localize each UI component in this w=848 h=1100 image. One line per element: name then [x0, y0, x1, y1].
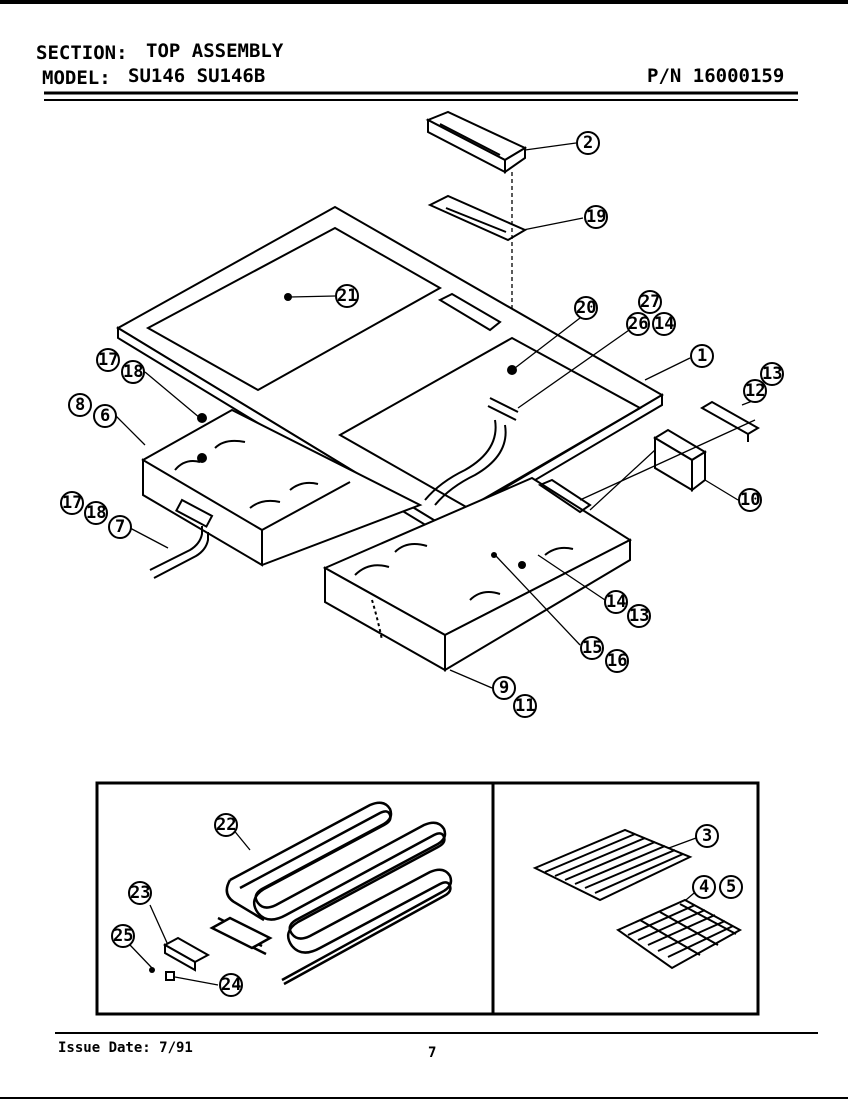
callout-16: 16 — [607, 651, 628, 671]
callout-23: 23 — [130, 883, 151, 903]
part-number: P/N 16000159 — [647, 65, 785, 87]
inset-panel — [95, 781, 760, 1016]
callout-21: 21 — [337, 286, 358, 306]
part-wire-harness — [424, 397, 519, 506]
page-number: 7 — [428, 1045, 437, 1061]
callout-3: 3 — [702, 826, 713, 846]
part-clip — [165, 971, 175, 981]
part-screw — [149, 967, 155, 973]
callout-17a: 17 — [98, 350, 119, 370]
callout-13b: 13 — [629, 606, 650, 626]
callout-19: 19 — [586, 207, 607, 227]
part-handle — [425, 110, 528, 174]
callout-14b: 14 — [606, 592, 627, 612]
part-left-pan — [141, 408, 423, 567]
callout-17b: 17 — [62, 493, 83, 513]
leader-lines — [114, 142, 761, 986]
callout-12: 12 — [745, 381, 766, 401]
fasteners — [197, 293, 526, 569]
callout-8: 8 — [75, 395, 86, 415]
part-grill-grate — [615, 898, 743, 970]
callout-15: 15 — [582, 638, 603, 658]
top-border — [0, 0, 848, 4]
issue-date: Issue Date: 7/91 — [58, 1040, 193, 1056]
callout-circles — [60, 131, 784, 997]
callout-27: 27 — [640, 292, 661, 312]
callout-1: 1 — [697, 346, 708, 366]
part-control-box — [653, 428, 707, 493]
callout-4: 4 — [699, 877, 710, 897]
part-rack — [532, 828, 693, 902]
callout-26: 26 — [628, 314, 649, 334]
callout-24: 24 — [221, 975, 242, 995]
callout-13a: 13 — [762, 364, 783, 384]
callout-7: 7 — [115, 517, 126, 537]
callout-18b: 18 — [86, 503, 107, 523]
callout-9: 9 — [499, 678, 510, 698]
part-bracket — [700, 400, 760, 442]
callout-10: 10 — [740, 490, 761, 510]
callout-11: 11 — [515, 696, 536, 716]
callout-6: 6 — [100, 406, 111, 426]
callout-22: 22 — [216, 815, 237, 835]
callout-5: 5 — [726, 877, 737, 897]
callout-25: 25 — [113, 926, 134, 946]
callout-2: 2 — [583, 133, 594, 153]
callout-20: 20 — [576, 298, 597, 318]
model-value: SU146 SU146B — [128, 65, 266, 87]
callout-14a: 14 — [654, 314, 675, 334]
part-terminal-block — [162, 936, 211, 972]
model-label: MODEL: — [42, 67, 111, 89]
part-right-pan — [322, 476, 633, 672]
section-label: SECTION: — [36, 42, 128, 64]
part-cord — [149, 526, 209, 579]
part-plate — [427, 194, 528, 242]
callout-18a: 18 — [123, 362, 144, 382]
section-value: TOP ASSEMBLY — [146, 40, 284, 62]
part-heating-element — [209, 801, 453, 986]
